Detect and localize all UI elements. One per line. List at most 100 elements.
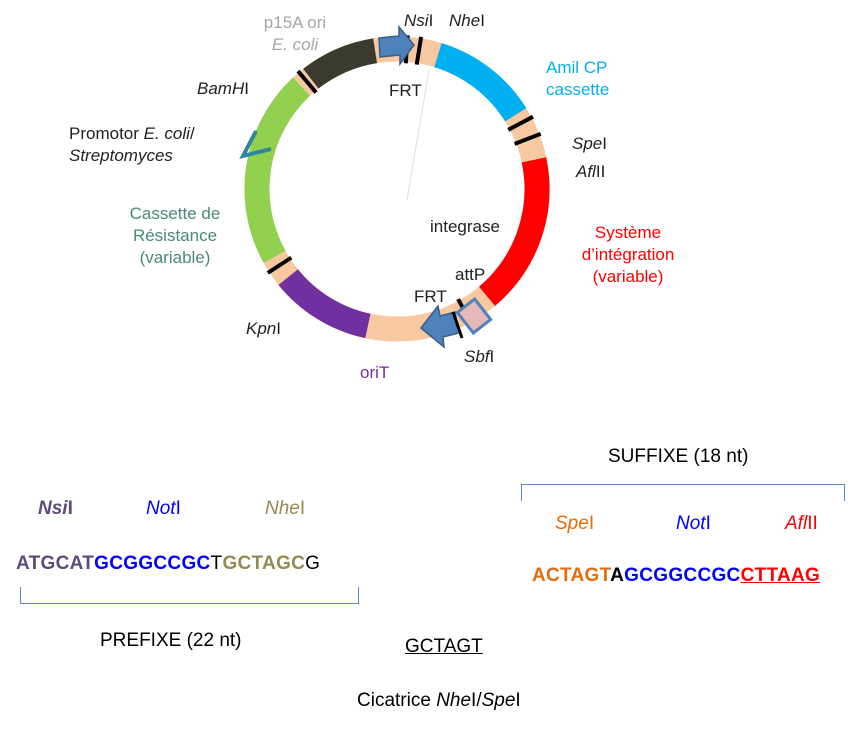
suffix-enzyme-not: NotI (676, 513, 711, 535)
integration-line1: Système (594, 223, 662, 242)
resistance-line1: Cassette de (129, 204, 221, 223)
nsi-site: Nsi (404, 11, 429, 30)
prefix-title: PREFIXE (22 nt) (100, 630, 242, 651)
scar-caption-end: I (515, 690, 521, 711)
promotor-strepto: Streptomyces (69, 146, 173, 165)
spe-suffix: I (602, 134, 607, 153)
spe-site: Spe (572, 134, 603, 153)
suffix-seq-spe: ACTAGT (532, 565, 611, 586)
label-frt-top: FRT (389, 81, 422, 100)
suffix-enzyme-spe: SpeI (555, 513, 594, 535)
label-resistance: Cassette de Résistance (variable) (110, 203, 240, 269)
prefix-nsi-site: Nsi (38, 498, 68, 519)
promotor-ecoli: E. coli (143, 124, 190, 143)
suffix-afl-suffix: II (807, 513, 818, 534)
suffix-bracket (521, 484, 845, 501)
kpn-suffix: I (276, 319, 281, 338)
resistance-line2: Résistance (132, 226, 218, 245)
scar-caption-spe: Spe (481, 690, 516, 711)
afl-suffix: II (595, 162, 606, 181)
prefix-nsi-suffix: I (67, 498, 73, 519)
promotor-slash: / (189, 124, 195, 143)
label-nhe-top: NheI (449, 10, 485, 32)
suffix-title: SUFFIXE (18 nt) (608, 446, 749, 467)
suffix-not-suffix: I (705, 513, 711, 534)
promoter-arrow (239, 130, 272, 160)
prefix-not-site: Not (146, 498, 176, 519)
suffix-spe-site: Spe (555, 513, 589, 534)
sbf-site: Sbf (464, 347, 490, 366)
label-integrase: integrase (430, 217, 500, 236)
label-afl-top: AflII (576, 161, 605, 183)
label-spe-top: SpeI (572, 133, 607, 155)
amilcp-line2: cassette (546, 80, 610, 99)
kpn-site: Kpn (246, 319, 277, 338)
kpn-site-tick (266, 255, 293, 275)
suffix-not-site: Not (676, 513, 706, 534)
prefix-not-suffix: I (175, 498, 181, 519)
afl-site: Afl (576, 162, 596, 181)
attp-box (455, 296, 493, 336)
orit-arc (278, 268, 371, 339)
suffix-enzyme-afl: AflII (785, 513, 818, 535)
prefix-enzyme-not: NotI (146, 498, 181, 520)
frt-bottom-arrow (419, 304, 460, 349)
attp-left-tick (451, 311, 464, 339)
suffix-seq-not: GCGGCCGC (624, 565, 741, 586)
p15a-line1: p15A ori (263, 13, 327, 32)
amilcp-line1: Amil CP (546, 58, 608, 77)
scar-caption: Cicatrice NheI/SpeI (357, 690, 521, 712)
prefix-sequence: ATGCATGCGGCCGCTGCTAGCG (16, 553, 320, 575)
center-line (406, 69, 430, 201)
label-sbf: SbfI (464, 346, 494, 368)
prefix-seq-g: G (305, 553, 321, 574)
label-promotor: Promotor E. coli/ Streptomyces (69, 123, 195, 167)
prefix-nhe-suffix: I (299, 498, 306, 519)
bamhi-site: BamH (197, 79, 245, 98)
label-integration: Système d’intégration (variable) (568, 222, 688, 288)
prefix-seq-nhe: GCTAGC (222, 553, 306, 574)
suffix-spe-suffix: I (588, 513, 595, 534)
label-frt-bottom: FRT (414, 287, 447, 306)
nhe-site-tick (414, 36, 424, 65)
prefix-seq-t: T (210, 553, 223, 574)
scar-sequence: GCTAGT (405, 636, 483, 657)
label-orit: oriT (360, 363, 390, 382)
resistance-line3: (variable) (139, 248, 211, 267)
label-p15a-ori: p15A ori E. coli (245, 12, 345, 56)
scar-caption-prefix: Cicatrice (357, 690, 437, 711)
prefix-enzyme-nsi: NsiI (38, 498, 73, 520)
promotor-text: Promotor (69, 124, 144, 143)
label-bamhi: BamHI (197, 78, 249, 100)
prefix-seq-nsi: ATGCAT (16, 553, 95, 574)
prefix-bracket (20, 587, 359, 604)
frt-top-arrow (378, 24, 415, 67)
p15a-ori-arc (303, 38, 378, 89)
prefix-nhe-site: Nhe (265, 498, 300, 519)
amilcp-cassette-arc (433, 43, 527, 122)
label-nsi-top: NsiI (404, 10, 433, 32)
integration-line3: (variable) (592, 267, 664, 286)
prefix-enzyme-nhe: NheI (265, 498, 305, 520)
label-attp: attP (455, 265, 486, 284)
afl-site-tick (513, 131, 542, 146)
label-kpn: KpnI (246, 318, 281, 340)
label-amilcp: Amil CP cassette (546, 57, 609, 101)
bamhi-site-tick (296, 69, 318, 94)
spe-site-tick (507, 114, 534, 132)
scar-caption-nhe: Nhe (436, 690, 472, 711)
sbf-suffix: I (489, 347, 495, 366)
suffix-afl-site: Afl (785, 513, 808, 534)
scar-caption-mid: I/ (471, 690, 482, 711)
nhe-suffix: I (480, 11, 485, 30)
integration-system-arc (478, 157, 550, 306)
integration-line2: d’intégration (581, 245, 675, 264)
nsi-suffix: I (428, 11, 434, 30)
resistance-cassette-arc (244, 77, 311, 263)
p15a-line2: E. coli (271, 35, 319, 54)
plasmid-map (239, 24, 550, 349)
suffix-sequence: ACTAGTAGCGGCCGCCTTAAG (532, 565, 820, 587)
prefix-seq-not: GCGGCCGC (94, 553, 211, 574)
suffix-seq-afl: CTTAAG (740, 565, 821, 586)
suffix-seq-a: A (610, 565, 625, 586)
